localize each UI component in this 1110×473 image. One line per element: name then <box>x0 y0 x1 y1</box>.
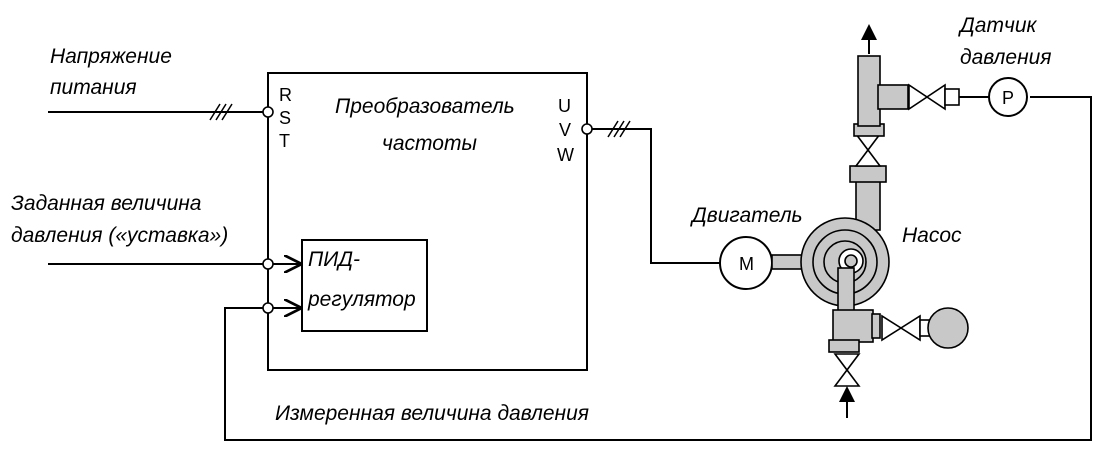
pump-suction-pipe <box>837 267 855 313</box>
three-phase-mark-input <box>209 103 233 121</box>
feedback-loop-line <box>224 96 1092 441</box>
frequency-inverter-block <box>267 72 588 371</box>
pump-label: Насос <box>902 224 962 247</box>
discharge-valve <box>854 133 882 167</box>
supply-voltage-label-line2: питания <box>50 76 137 99</box>
lower-tee-stub <box>871 313 881 339</box>
sensor-connector <box>944 88 960 106</box>
motor-label: Двигатель <box>690 204 803 227</box>
output-terminal-circle <box>581 123 593 135</box>
lower-branch-valve <box>881 314 921 342</box>
terminal-t: T <box>279 131 290 151</box>
setpoint-label-line1: Заданная величина <box>11 192 202 215</box>
pump-discharge-flange <box>849 165 887 183</box>
motor-feed-line <box>592 128 720 264</box>
setpoint-label-line2: давления («уставка») <box>11 224 228 247</box>
pid-label-line2: регулятор <box>307 288 416 311</box>
inverter-label-line2: частоты <box>382 132 477 155</box>
supply-voltage-label-line1: Напряжение <box>50 45 172 68</box>
setpoint-terminal-circle <box>262 258 274 270</box>
lower-tee-body <box>832 309 874 343</box>
feedback-terminal-circle <box>262 302 274 314</box>
upper-tee-vertical <box>857 55 881 127</box>
measured-pressure-label: Измеренная величина давления <box>275 402 589 425</box>
motor-letter: M <box>739 254 754 274</box>
terminal-v: V <box>559 120 571 140</box>
pid-label-line1: ПИД- <box>308 248 360 271</box>
terminal-u: U <box>558 96 571 116</box>
inverter-label-line1: Преобразователь <box>335 95 515 118</box>
terminal-s: S <box>279 108 291 128</box>
sensor-valve <box>908 83 946 111</box>
inlet-valve <box>833 353 861 387</box>
upper-tee-side <box>877 84 909 110</box>
lower-tee-flange <box>828 339 860 353</box>
three-phase-mark-output <box>607 120 631 138</box>
sensor-label-line1: Датчик <box>958 14 1038 37</box>
input-terminal-circle <box>262 106 274 118</box>
terminal-r: R <box>279 85 292 105</box>
accumulator-tank <box>927 307 969 349</box>
pump-shaft-end <box>844 254 858 268</box>
terminal-w: W <box>557 145 574 165</box>
pid-controller-block <box>301 239 428 332</box>
pressure-sensor-symbol <box>988 77 1028 117</box>
sensor-label-line2: давления <box>960 46 1052 69</box>
pressure-sensor-letter: P <box>1002 88 1014 108</box>
